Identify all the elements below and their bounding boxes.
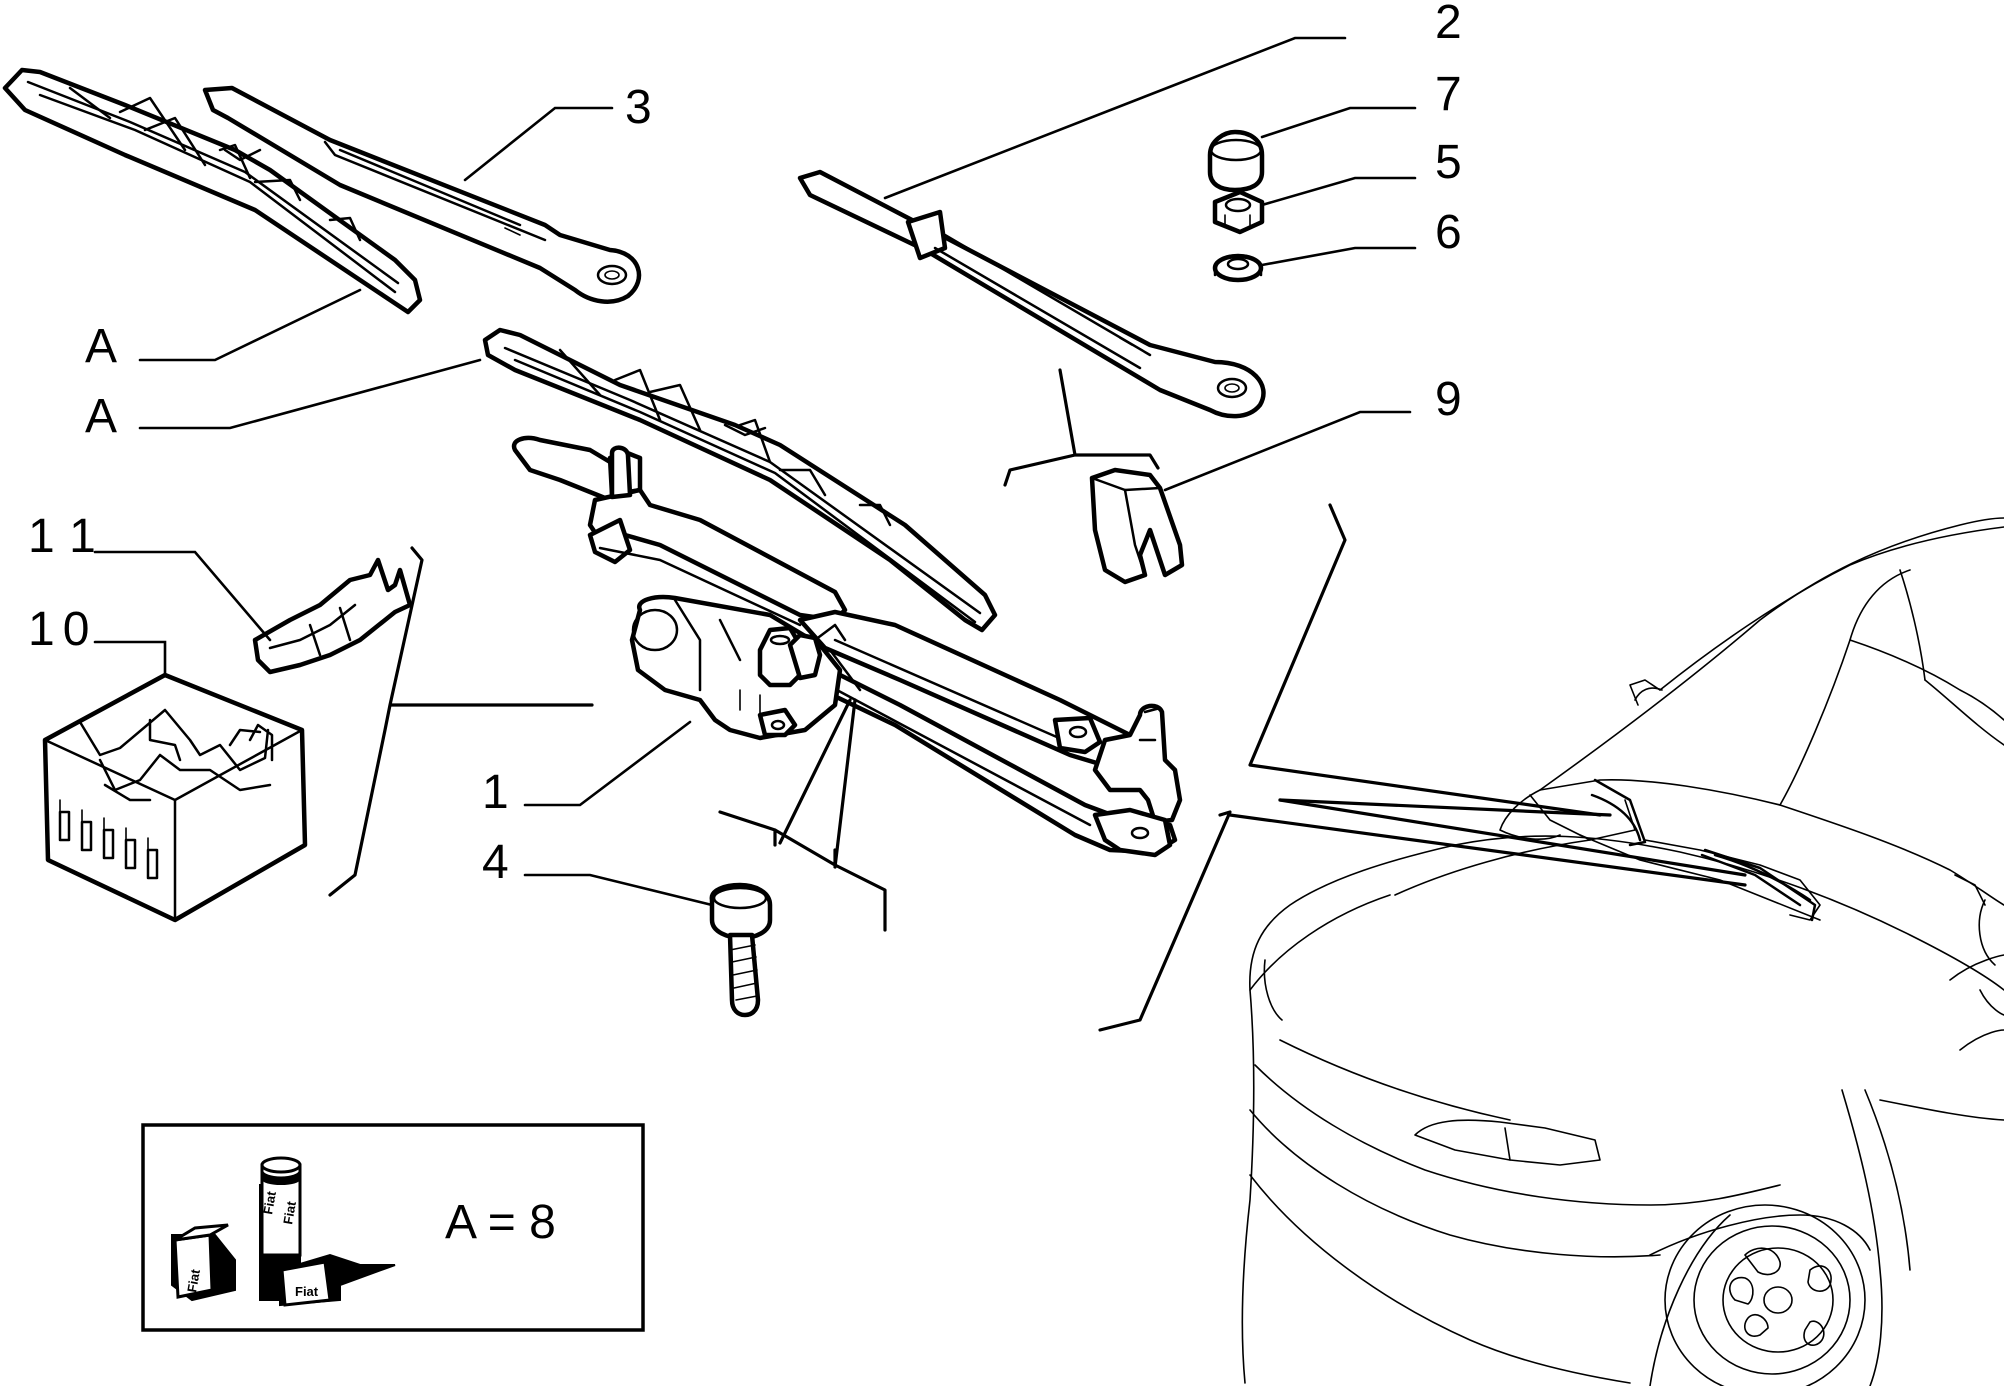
nut-part-5 — [1212, 189, 1265, 235]
terminal-part-11 — [252, 557, 413, 675]
bracket-left — [328, 546, 594, 897]
grease-tube-icon: Fiat Fiat Fiat Fiat — [171, 1156, 396, 1307]
connector-part-10 — [42, 672, 308, 923]
tube-label-2: Fiat — [280, 1199, 299, 1225]
wiper-arm-part-3 — [202, 85, 642, 304]
callout-4: 4 — [482, 836, 509, 889]
wiper-blade-a-upper — [2, 67, 423, 315]
legend-box: Fiat Fiat Fiat Fiat A = 8 — [141, 1123, 645, 1332]
callout-1: 1 — [482, 766, 509, 819]
wiper-blade-a-lower — [482, 327, 998, 633]
bracket-car-upper — [1248, 503, 1602, 817]
callout-11: 11 — [28, 510, 114, 563]
leader-3 — [463, 106, 614, 182]
leader-11 — [93, 550, 272, 642]
wiper-arm-part-2 — [797, 169, 1266, 419]
leader-5 — [1260, 176, 1417, 207]
leader-7 — [1260, 106, 1417, 139]
callout-9: 9 — [1435, 373, 1462, 426]
box-label-left: Fiat — [184, 1267, 203, 1293]
leader-4 — [523, 873, 714, 907]
leader-car-1 — [1278, 798, 1612, 817]
callout-6: 6 — [1435, 206, 1462, 259]
callout-2: 2 — [1435, 0, 1462, 49]
screw-part-4 — [709, 882, 773, 1018]
leader-1 — [523, 720, 692, 807]
tube-label-1: Fiat — [260, 1189, 279, 1215]
legend-text: A = 8 — [445, 1196, 556, 1249]
callout-10: 10 — [28, 603, 97, 656]
cover-part-9 — [1089, 467, 1185, 585]
washer-part-6 — [1212, 253, 1264, 283]
leader-lines — [93, 36, 1417, 907]
callout-5: 5 — [1435, 136, 1462, 189]
leader-6 — [1260, 246, 1417, 267]
leader-car-2 — [1278, 798, 1747, 877]
bracket-car-lower — [1098, 810, 1232, 1032]
bracket-part-9 — [1003, 368, 1160, 487]
wiper-motor-linkage-part-1 — [511, 435, 1183, 858]
leader-A2 — [138, 358, 482, 430]
cap-part-7 — [1207, 129, 1265, 193]
leader-10 — [93, 640, 167, 678]
car-outline — [1241, 517, 2004, 1386]
leader-car-3 — [1228, 813, 1747, 887]
leader-A1 — [138, 288, 362, 362]
callout-a-lower: A — [85, 390, 117, 443]
callout-a-upper: A — [85, 320, 117, 373]
bracket-part-1-lines — [778, 698, 857, 869]
callout-3: 3 — [625, 81, 652, 134]
leader-9 — [1163, 410, 1412, 492]
callouts: 2 3 7 5 6 9 A A 11 10 1 4 — [28, 0, 1462, 889]
leader-2 — [883, 36, 1347, 200]
box-label-right: Fiat — [295, 1284, 319, 1299]
callout-7: 7 — [1435, 68, 1462, 121]
